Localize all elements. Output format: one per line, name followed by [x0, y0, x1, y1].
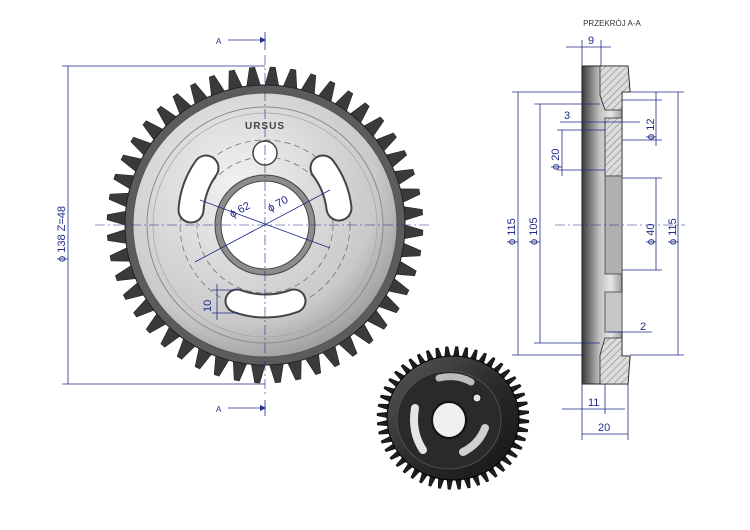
gear-3d-slot-2	[459, 424, 489, 456]
section-title: PRZEKRÓJ A-A	[583, 19, 641, 28]
dim-20: ϕ 20	[550, 149, 562, 170]
section-marker-bottom: A	[216, 405, 222, 414]
bore-dim-line	[194, 189, 331, 263]
outer-dim: ϕ 138 Z=48	[56, 206, 68, 262]
section-arrowhead-bottom	[260, 405, 266, 411]
section-slot-lower	[604, 291, 623, 333]
front-view: URSUS ϕ 62 ϕ 70 10 ϕ 138 Z=48 A A	[56, 32, 430, 416]
gear-3d-slot-1	[410, 404, 427, 454]
slot-right-inner	[311, 156, 351, 220]
section-arrowhead-top	[260, 37, 266, 43]
dim-12: ϕ 12	[645, 119, 657, 140]
section-hatch-bottom	[599, 337, 631, 385]
dim-40: ϕ 40	[645, 224, 657, 245]
gear-3d-small-hole	[472, 393, 482, 403]
dim-2: 2	[640, 321, 646, 333]
dim-115-right: ϕ 115	[667, 218, 679, 245]
dim-11: 11	[588, 397, 599, 409]
section-hatch-top	[599, 65, 631, 111]
section-marker-top: A	[216, 37, 222, 46]
brand-logo: URSUS	[245, 121, 285, 132]
slot-bottom-inner	[226, 290, 305, 317]
slot-width-dim: 10	[202, 300, 214, 312]
section-view: PRZEKRÓJ A-A 9 3 ϕ 12 ϕ 20 ϕ 115	[506, 19, 685, 440]
gear-3d-render	[376, 346, 530, 490]
slot-left-inner	[179, 156, 218, 222]
dim-9: 9	[588, 35, 594, 47]
dim-20-bottom: 20	[598, 422, 610, 434]
gear-3d-slot-3	[435, 373, 475, 386]
dim-3: 3	[564, 110, 570, 122]
bore-dim-line-2	[199, 199, 331, 249]
dim-105: ϕ 105	[528, 217, 540, 245]
gear-3d-bore	[431, 401, 467, 439]
dim-115-left: ϕ 115	[506, 218, 518, 245]
section-hatch-mid	[604, 117, 623, 177]
